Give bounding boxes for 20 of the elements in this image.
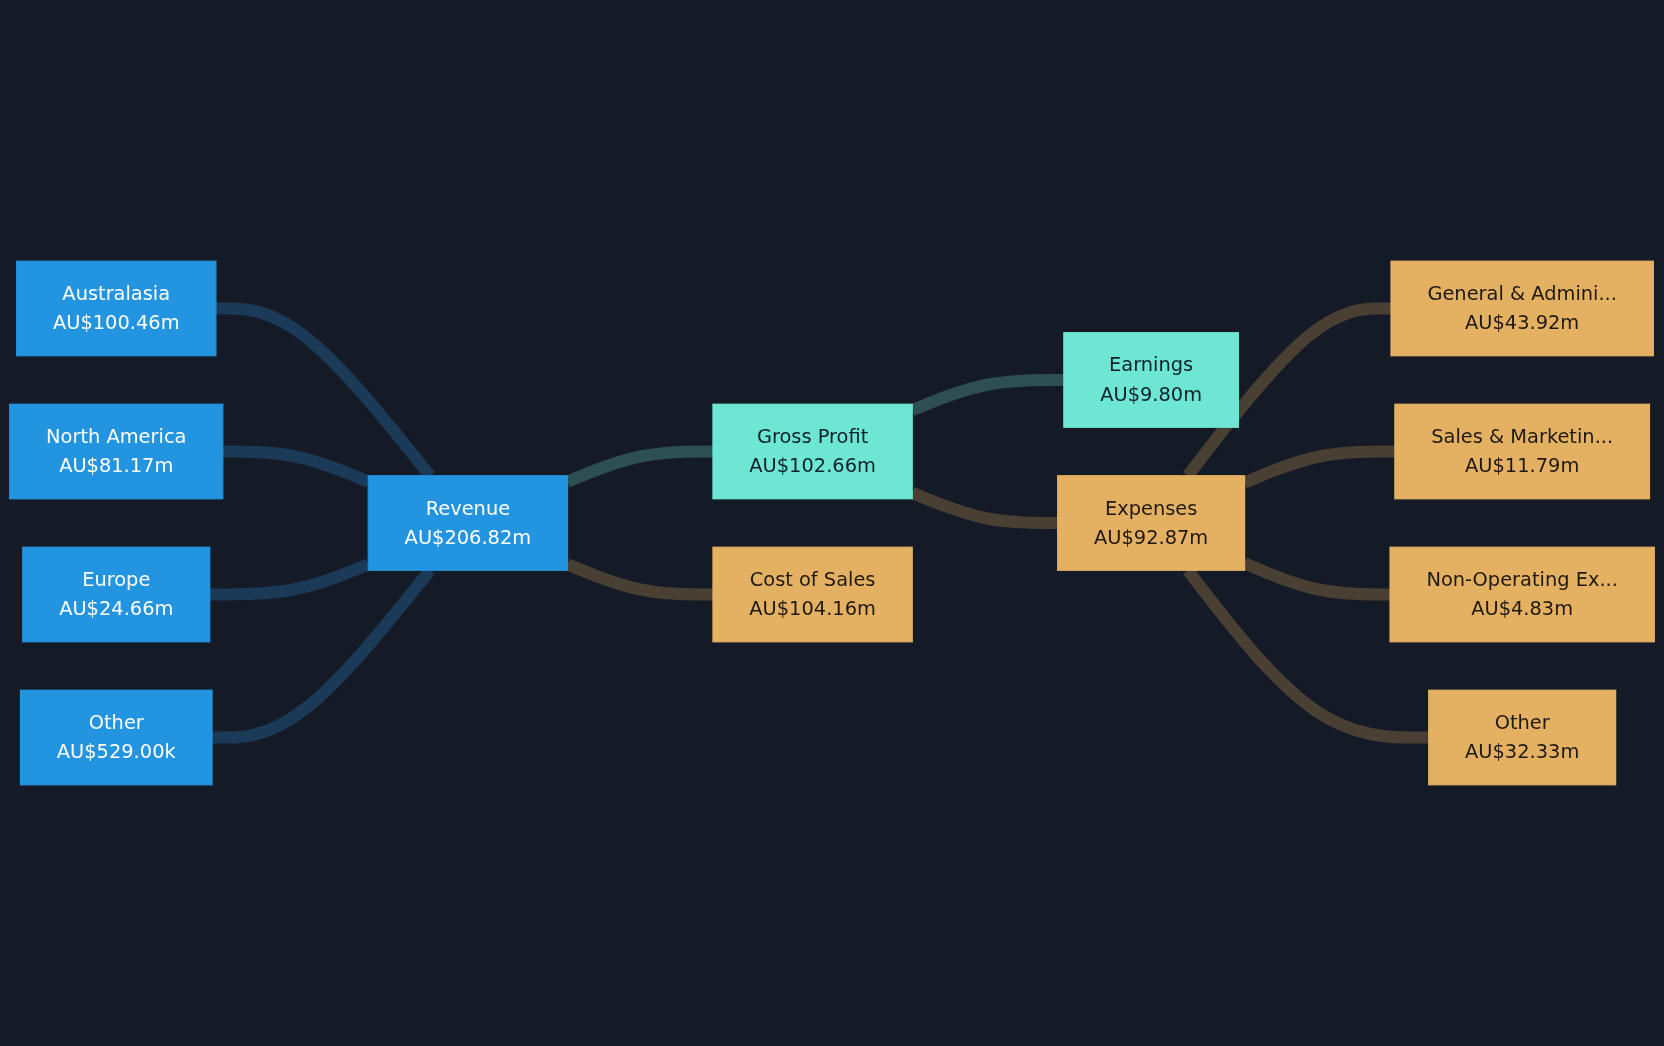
connector: [1242, 445, 1395, 489]
node-box: Sales & Marketin... AU$11.79m: [1394, 403, 1651, 500]
connector: [909, 373, 1064, 416]
node-box: General & Admini... AU$43.92m: [1390, 260, 1654, 357]
node-box: Cost of Sales AU$104.16m: [712, 546, 913, 643]
node-box: Other AU$529.00k: [19, 689, 213, 786]
connector: [1242, 557, 1391, 601]
connector: [209, 558, 371, 601]
node-box: North America AU$81.17m: [9, 403, 224, 500]
node-box: Non-Operating Ex... AU$4.83m: [1389, 546, 1655, 643]
node-box: Gross Profit AU$102.66m: [712, 403, 913, 500]
connector: [222, 445, 371, 488]
node-box: Europe AU$24.66m: [22, 546, 211, 643]
node-box: Expenses AU$92.87m: [1057, 475, 1246, 571]
node-box: Revenue AU$206.82m: [367, 475, 569, 571]
connector: [565, 445, 713, 488]
node-box: Earnings AU$9.80m: [1063, 332, 1240, 428]
connector: [565, 558, 713, 601]
node-box: Australasia AU$100.46m: [16, 260, 217, 357]
node-box: Other AU$32.33m: [1428, 689, 1617, 786]
